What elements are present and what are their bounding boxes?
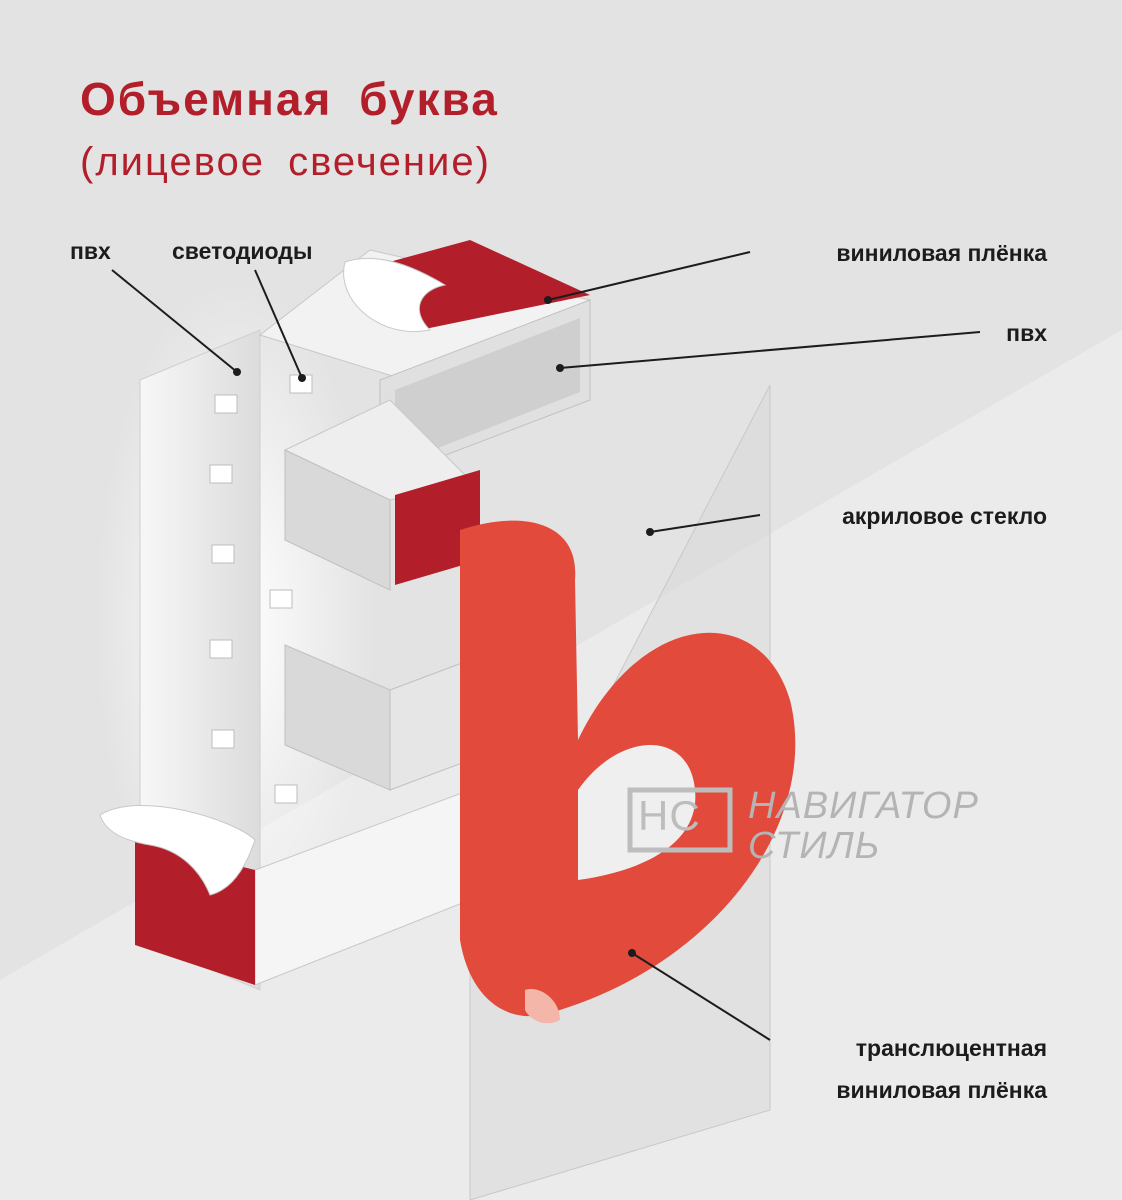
led-module: [209, 639, 233, 659]
page-title: Объемная буква: [80, 73, 499, 125]
middle-bar-front-red: [395, 470, 480, 585]
middle-bar-side: [284, 449, 391, 591]
page-subtitle: (лицевое свечение): [80, 140, 491, 184]
watermark-logo-box: [627, 787, 733, 853]
leader-dot: [233, 368, 241, 376]
label-acrylic-glass: акриловое стекло: [842, 503, 1047, 529]
led-module: [214, 394, 238, 414]
label-translucent-line2: виниловая плёнка: [836, 1077, 1047, 1103]
label-pvc-right: пвх: [1006, 320, 1047, 346]
translucent-vinyl-cutout: [578, 745, 696, 880]
vinyl-curl-bottom: [99, 805, 256, 896]
leader-dots: [233, 296, 654, 957]
leader-line-acrylic: [649, 514, 761, 533]
leader-lines: [111, 251, 981, 1041]
label-leds: светодиоды: [172, 238, 313, 264]
leader-dot: [556, 364, 564, 372]
leader-line-pvc-right: [559, 331, 981, 369]
led-module: [211, 544, 235, 564]
leader-dot: [646, 528, 654, 536]
led-module: [209, 464, 233, 484]
watermark-line1: НАВИГАТОР: [748, 785, 979, 827]
leader-line-vinyl: [547, 251, 751, 301]
leader-line-leds: [254, 269, 303, 379]
leader-line-translucent: [631, 952, 771, 1041]
watermark-line2: СТИЛЬ: [748, 825, 881, 867]
led-strip: [209, 374, 313, 804]
top-bar-opening: [395, 318, 580, 465]
led-module: [274, 784, 298, 804]
leader-line-pvc-left: [111, 269, 238, 373]
leader-dot: [628, 949, 636, 957]
led-module: [269, 589, 293, 609]
translucent-vinyl-curl: [525, 989, 560, 1024]
label-translucent-line1: транслюцентная: [855, 1035, 1047, 1061]
watermark-logo-letters: НС: [638, 792, 701, 839]
leader-dot: [298, 374, 306, 382]
leader-dot: [544, 296, 552, 304]
vinyl-curl-top: [343, 257, 447, 332]
led-module: [211, 729, 235, 749]
label-vinyl-film: виниловая плёнка: [836, 240, 1047, 266]
label-pvc-left: пвх: [70, 238, 111, 264]
